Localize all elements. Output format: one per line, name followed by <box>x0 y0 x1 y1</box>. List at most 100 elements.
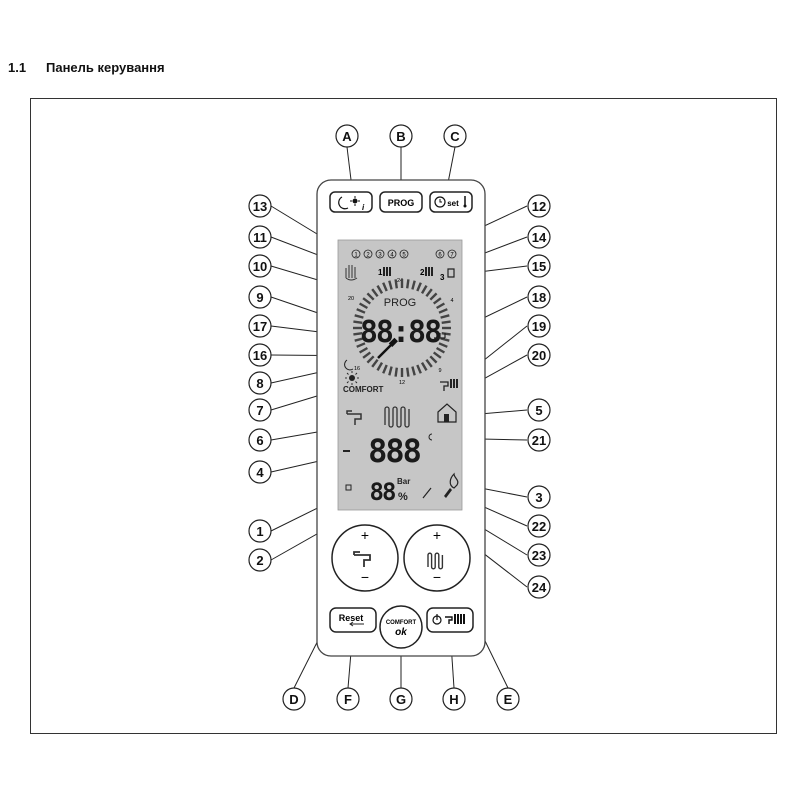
lcd-tap-icon <box>346 410 362 425</box>
svg-text:24: 24 <box>532 580 547 595</box>
mode-button[interactable] <box>426 607 474 633</box>
radiator-icon <box>427 552 444 570</box>
callout-b: B <box>389 124 413 148</box>
zone-3-label: 3 <box>440 273 445 282</box>
lcd-main-digits: 888 <box>368 432 421 470</box>
svg-text:11: 11 <box>253 230 267 245</box>
return-arrow-icon <box>349 621 364 627</box>
callout-23: 23 <box>527 543 551 567</box>
zone-2-label: 2 <box>420 268 425 277</box>
hour-segment <box>406 367 410 377</box>
svg-text:D: D <box>289 692 298 707</box>
hour-segment <box>416 282 422 292</box>
comfort-button-label: COMFORT <box>386 620 417 626</box>
lcd-percent: % <box>398 491 408 503</box>
callout-h: H <box>442 687 466 711</box>
callout-1: 1 <box>248 519 272 543</box>
callout-d: D <box>282 687 306 711</box>
dial-number-4: 4 <box>450 298 453 304</box>
clock-set-button[interactable]: set <box>429 191 473 213</box>
callout-5: 5 <box>527 398 551 422</box>
hour-segment <box>382 282 388 292</box>
day-marker-1: 1 <box>354 253 358 259</box>
callout-c: C <box>443 124 467 148</box>
hour-segment <box>388 366 393 376</box>
prog-button[interactable]: PROG <box>379 191 423 213</box>
hour-segment <box>420 362 428 371</box>
svg-text:3: 3 <box>535 490 542 505</box>
hour-segment <box>376 285 384 294</box>
callout-a: A <box>335 124 359 148</box>
callout-19: 19 <box>527 314 551 338</box>
service-icon <box>444 488 452 498</box>
heating-temperature-dial[interactable]: + − <box>403 524 471 592</box>
button-a-moon-sun[interactable]: i <box>329 191 373 213</box>
clock-set-label: set <box>447 199 459 208</box>
dial-number-16: 16 <box>354 366 360 372</box>
dhw-temperature-dial[interactable]: + − <box>331 524 399 592</box>
svg-text:E: E <box>504 692 513 707</box>
hour-segment <box>432 297 442 305</box>
svg-text:22: 22 <box>532 519 546 534</box>
callout-e: E <box>496 687 520 711</box>
hour-segment <box>416 364 422 374</box>
chimney-sweep-icon <box>377 337 398 359</box>
callout-12: 12 <box>527 194 551 218</box>
callout-22: 22 <box>527 514 551 538</box>
svg-text:20: 20 <box>532 348 546 363</box>
hour-segment <box>366 355 375 364</box>
tap-icon <box>353 551 371 567</box>
callout-17: 17 <box>248 314 272 338</box>
svg-text:18: 18 <box>532 290 546 305</box>
day-marker-2: 2 <box>366 253 370 259</box>
hour-segment <box>353 332 363 336</box>
svg-text:6: 6 <box>256 433 263 448</box>
hour-segment <box>362 297 372 305</box>
comfort-ok-button[interactable]: COMFORT ok <box>379 605 423 649</box>
callout-f: F <box>336 687 360 711</box>
prog-button-label: PROG <box>388 198 415 208</box>
callout-13: 13 <box>248 194 272 218</box>
callout-8: 8 <box>248 371 272 395</box>
day-marker-6: 6 <box>438 253 442 259</box>
heating-active-icon <box>428 433 433 441</box>
lcd-small-digits: 88 <box>370 478 395 506</box>
callout-9: 9 <box>248 285 272 309</box>
lcd-clock-digits: 88:88 <box>360 315 441 350</box>
callout-16: 16 <box>248 343 272 367</box>
callout-18: 18 <box>527 285 551 309</box>
moon-icon <box>344 359 354 371</box>
svg-text:17: 17 <box>253 319 267 334</box>
zone-3-dhw-icon <box>447 268 455 278</box>
svg-text:13: 13 <box>253 199 267 214</box>
dhw-minus[interactable]: − <box>361 569 369 585</box>
lcd-comfort-label: COMFORT <box>343 385 384 394</box>
figure-frame <box>30 98 777 734</box>
sun-icon <box>345 371 359 385</box>
callout-g: G <box>389 687 413 711</box>
dhw-plus[interactable]: + <box>361 527 369 543</box>
lcd-radiator-icon <box>384 406 410 428</box>
svg-text:A: A <box>342 129 352 144</box>
day-marker-4: 4 <box>390 253 394 259</box>
heating-plus[interactable]: + <box>433 527 441 543</box>
heating-minus[interactable]: − <box>433 569 441 585</box>
hour-segment <box>356 308 366 314</box>
reset-button[interactable]: Reset <box>329 607 377 633</box>
callout-20: 20 <box>527 343 551 367</box>
hour-segment <box>441 320 451 324</box>
callout-24: 24 <box>527 575 551 599</box>
svg-text:23: 23 <box>532 548 546 563</box>
section-title: Панель керування <box>46 60 165 75</box>
day-marker-5: 5 <box>402 253 406 259</box>
button-a-suffix: i <box>362 203 365 212</box>
svg-text:F: F <box>344 692 352 707</box>
zone-1-radiator-icon <box>383 267 391 276</box>
hour-segment <box>388 280 393 290</box>
svg-text:15: 15 <box>532 259 546 274</box>
svg-text:8: 8 <box>256 376 263 391</box>
hour-segment <box>438 342 448 348</box>
callout-15: 15 <box>527 254 551 278</box>
svg-text:7: 7 <box>256 403 263 418</box>
